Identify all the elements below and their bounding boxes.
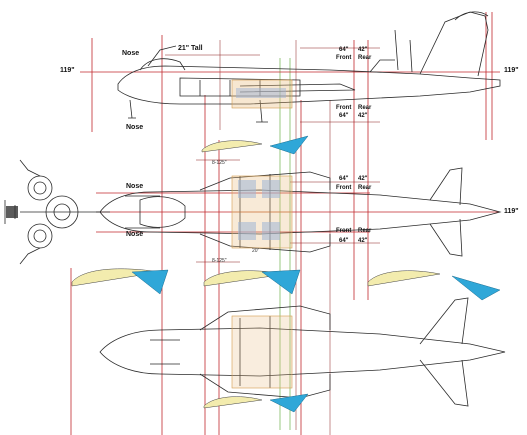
nose-label-side-bottom: Nose [126,124,144,131]
nose-label-top-a: Nose [126,183,144,190]
dimension-64-a: 64" [339,47,349,53]
rear-label-b: Rear [358,105,372,111]
horizontal-guide-lines-thin [165,47,380,263]
dimension-42-d: 42" [358,238,368,244]
dimension-119-top-view: 119" [504,208,519,215]
dimension-42-b: 42" [358,113,368,119]
side-view [117,11,501,123]
front-view-block [6,206,18,218]
front-label-b: Front [336,105,352,111]
airfoil-5 [203,393,309,413]
tall-dimension-label: 21" Tall [178,45,203,52]
dimension-64-c: 64" [339,176,349,182]
dimension-64-b: 64" [339,113,349,119]
airfoil-4 [367,270,501,301]
dimension-42-a: 42" [358,47,368,53]
rear-label-c: Rear [358,185,372,191]
span-label-c: 20" [252,248,260,254]
green-guide-lines [279,58,291,430]
dimension-119-right: 119" [504,67,519,74]
airfoil-1 [201,135,309,155]
side-bay-blue [236,88,286,98]
top-view-bays [231,175,293,249]
nose-label-side-top: Nose [122,50,140,57]
airfoil-2 [71,268,169,295]
airfoil-3 [203,269,301,295]
rear-label-a: Rear [358,55,372,61]
front-view [4,159,100,265]
bottom-view [99,297,506,407]
dimension-42-c: 42" [358,176,368,182]
dimension-119-left: 119" [60,67,75,74]
rear-label-d: Rear [358,228,372,234]
front-label-a: Front [336,55,352,61]
front-label-d: Front [336,228,352,234]
nose-label-top-b: Nose [126,231,144,238]
span-label-a: 8-125" [212,160,227,166]
dimension-64-d: 64" [339,238,349,244]
bottom-view-bays [231,315,293,389]
airfoil-sections [71,135,501,413]
front-label-c: Front [336,185,352,191]
span-label-b: 8-125" [212,258,227,264]
